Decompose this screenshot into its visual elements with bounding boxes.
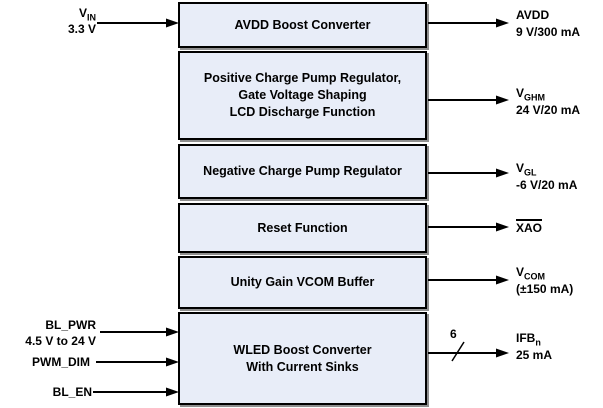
arrow-vcom: [428, 275, 509, 285]
signal-name: XAO: [516, 219, 543, 237]
input-label-vin: VIN 3.3 V: [20, 5, 96, 37]
block-label: AVDD Boost Converter: [234, 17, 371, 32]
arrow-vgl: [428, 168, 509, 178]
signal-name: IFBn: [516, 331, 541, 348]
block-positive-charge-pump: Positive Charge Pump Regulator, Gate Vol…: [178, 51, 427, 140]
output-label-avdd: AVDD 9 V/300 mA: [516, 7, 580, 41]
block-label: LCD Discharge Function: [229, 105, 376, 119]
signal-spec: 3.3 V: [67, 22, 96, 36]
block-label: Positive Charge Pump Regulator,: [203, 71, 402, 85]
signal-name: BL_PWR: [45, 318, 96, 332]
signal-spec: 4.5 V to 24 V: [25, 334, 96, 348]
signal-name: VIN: [78, 6, 96, 23]
block-unity-gain-vcom-buffer: Unity Gain VCOM Buffer: [178, 256, 427, 309]
signal-spec: -6 V/20 mA: [516, 178, 578, 192]
bus-width-slash: [451, 341, 465, 362]
signal-name: AVDD: [516, 8, 550, 22]
output-label-vcom: VCOM (±150 mA): [516, 264, 573, 298]
arrow-vin: [97, 18, 179, 28]
output-label-ifbn: IFBn 25 mA: [516, 330, 552, 364]
block-label: Reset Function: [257, 220, 348, 235]
block-label: Negative Charge Pump Regulator: [203, 164, 402, 178]
arrow-avdd: [428, 18, 509, 28]
active-low-overline: XAO: [516, 219, 543, 235]
signal-spec: 24 V/20 mA: [516, 103, 581, 117]
signal-name: BL_EN: [52, 385, 92, 399]
arrow-vghm: [428, 95, 509, 105]
block-label: With Current Sinks: [246, 359, 359, 374]
signal-spec: (±150 mA): [516, 282, 574, 296]
signal-spec: 25 mA: [516, 348, 553, 362]
signal-name: VGL: [516, 161, 537, 178]
signal-name: VCOM: [516, 265, 546, 282]
block-label: Unity Gain VCOM Buffer: [230, 275, 375, 289]
input-label-pwm-dim: PWM_DIM: [10, 354, 90, 370]
block-avdd-boost-converter: AVDD Boost Converter: [178, 2, 427, 48]
arrow-bl-pwr: [100, 327, 179, 337]
output-label-vghm: VGHM 24 V/20 mA: [516, 85, 580, 119]
block-negative-charge-pump: Negative Charge Pump Regulator: [178, 144, 427, 199]
arrow-bl-en: [93, 387, 179, 397]
output-label-xao: XAO: [516, 219, 543, 237]
arrow-ifbn: [428, 341, 509, 362]
block-wled-boost-converter: WLED Boost Converter With Current Sinks: [178, 312, 427, 405]
arrow-xao: [428, 222, 509, 232]
block-reset-function: Reset Function: [178, 203, 427, 253]
arrow-pwm-dim: [96, 357, 179, 367]
signal-spec: 9 V/300 mA: [516, 25, 581, 39]
bus-width-label: 6: [450, 327, 457, 341]
input-label-bl-pwr: BL_PWR 4.5 V to 24 V: [5, 317, 96, 349]
signal-name: PWM_DIM: [32, 355, 90, 369]
output-label-vgl: VGL -6 V/20 mA: [516, 160, 577, 194]
input-label-bl-en: BL_EN: [10, 384, 92, 400]
block-label: Gate Voltage Shaping: [238, 88, 367, 102]
signal-name: VGHM: [516, 86, 546, 103]
block-label: WLED Boost Converter: [233, 342, 372, 357]
